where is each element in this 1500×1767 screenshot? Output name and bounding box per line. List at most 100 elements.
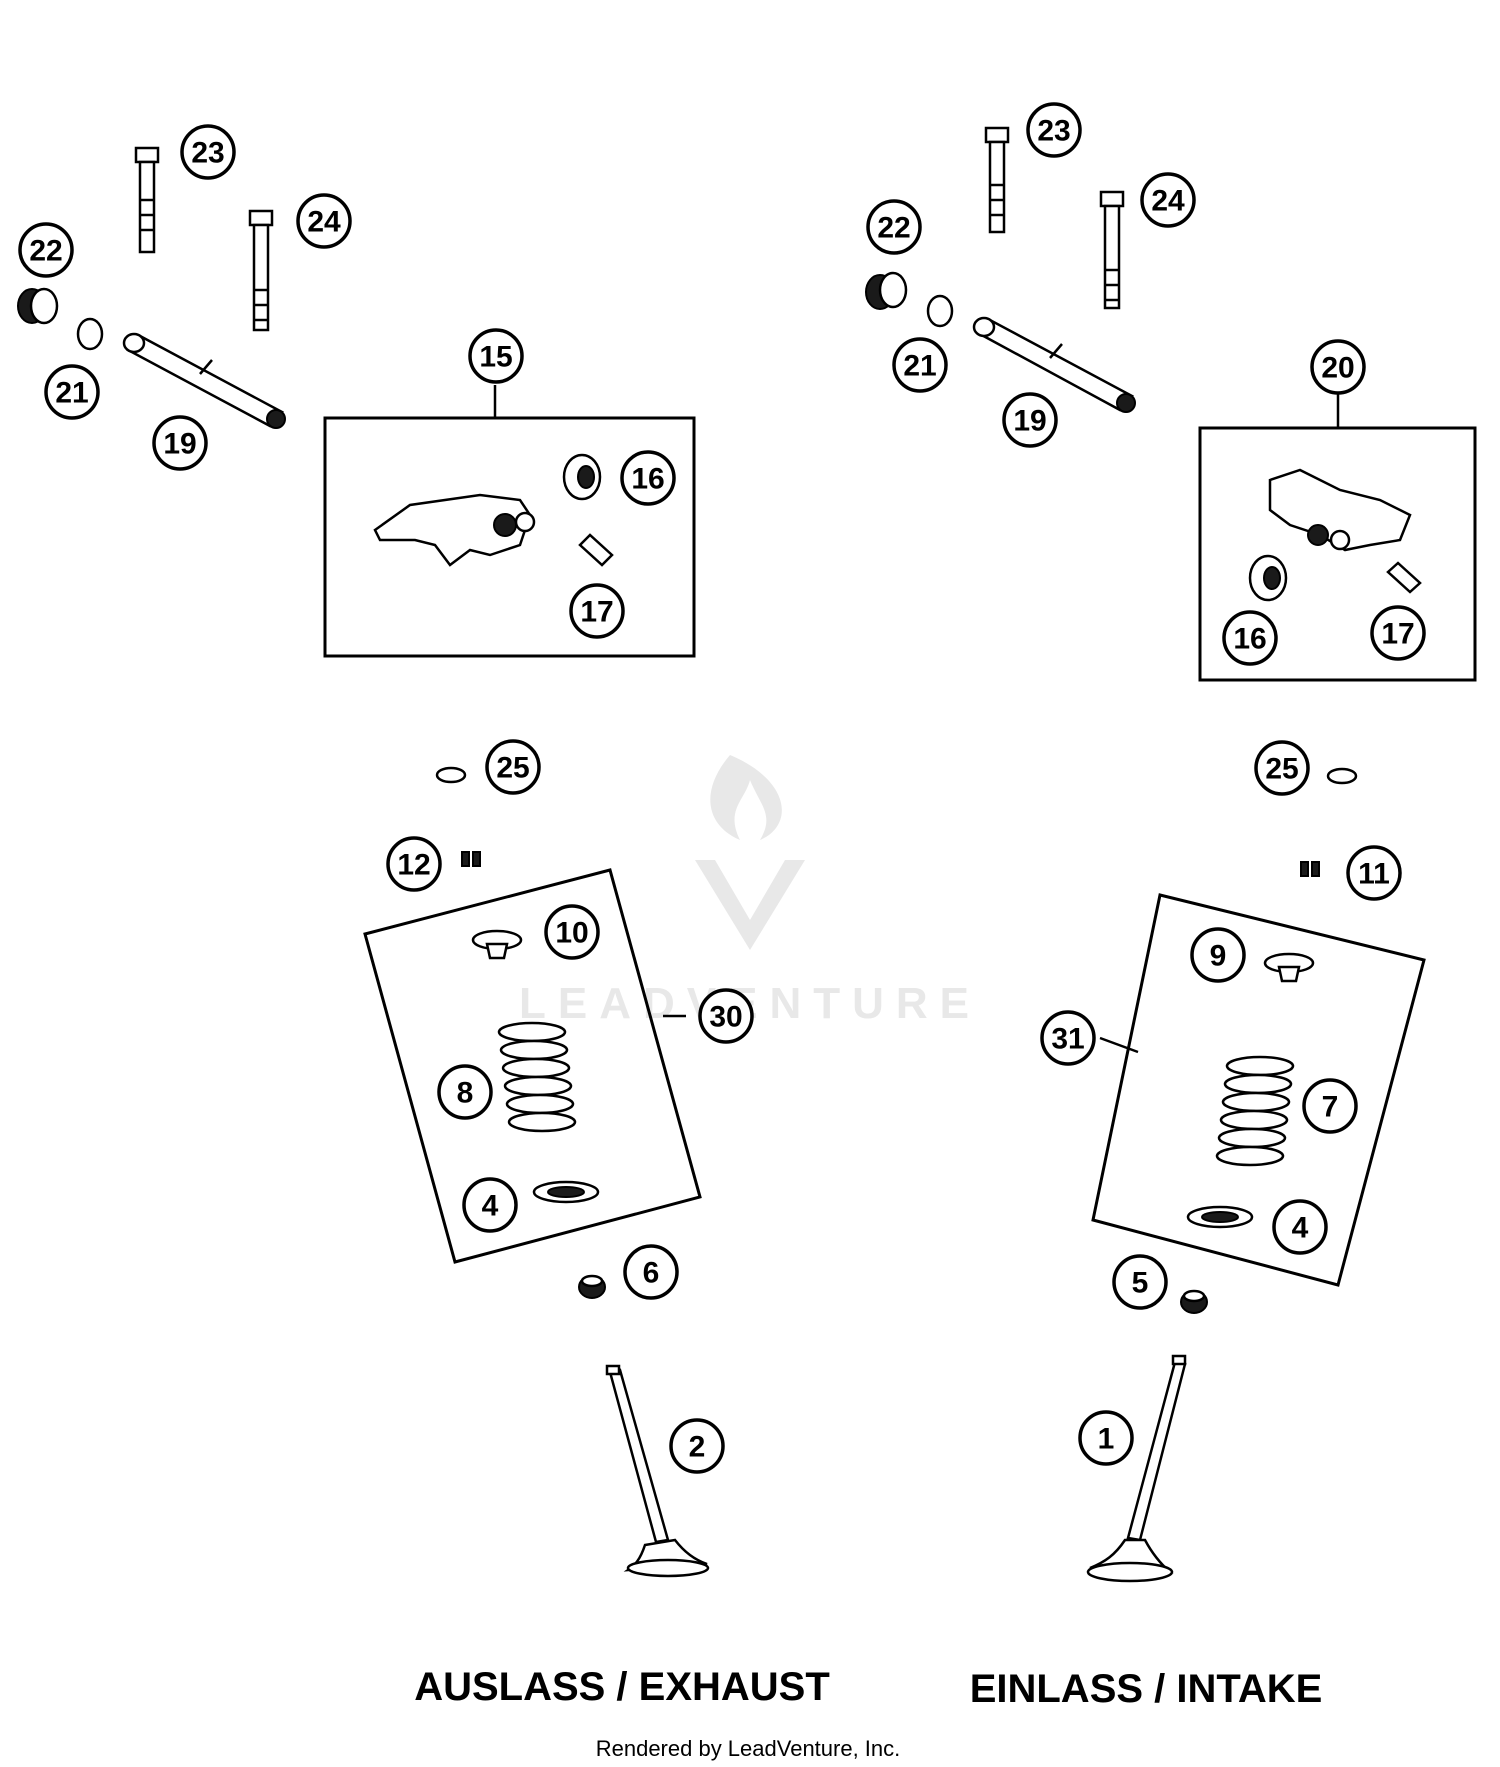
flame-v-logo-icon bbox=[695, 755, 805, 950]
plug-22-part bbox=[865, 271, 908, 310]
bolt-23-part bbox=[984, 126, 1010, 234]
svg-text:23: 23 bbox=[1037, 115, 1070, 148]
bolt-24-part bbox=[248, 209, 274, 332]
callout-16: 16 bbox=[620, 450, 676, 506]
svg-text:5: 5 bbox=[1132, 1267, 1149, 1300]
callout-23: 23 bbox=[1026, 102, 1082, 158]
svg-text:12: 12 bbox=[397, 849, 430, 882]
svg-text:1: 1 bbox=[1098, 1423, 1115, 1456]
callout-31: 31 bbox=[1040, 1010, 1096, 1066]
callout-10: 10 bbox=[544, 904, 600, 960]
kit-box-30 bbox=[363, 868, 702, 1264]
valve-spring-7-part bbox=[1215, 1055, 1295, 1167]
callout-12: 12 bbox=[386, 836, 442, 892]
callout-20: 20 bbox=[1310, 339, 1366, 395]
svg-text:22: 22 bbox=[877, 212, 910, 245]
callout-4: 4 bbox=[1272, 1199, 1328, 1255]
valve-seal-6-part bbox=[578, 1274, 606, 1299]
svg-text:24: 24 bbox=[1151, 185, 1185, 218]
o-ring-21-part bbox=[76, 317, 104, 351]
callout-8: 8 bbox=[437, 1064, 493, 1120]
rocker-shaft-19-part bbox=[122, 332, 286, 429]
kit-box-15 bbox=[323, 416, 696, 658]
exhaust-valve-2-part bbox=[605, 1364, 710, 1578]
valve-spring-8-part bbox=[497, 1021, 577, 1133]
svg-text:23: 23 bbox=[191, 137, 224, 170]
svg-text:21: 21 bbox=[55, 377, 88, 410]
svg-text:16: 16 bbox=[1233, 623, 1266, 656]
svg-text:20: 20 bbox=[1321, 352, 1354, 385]
intake-assembly bbox=[865, 126, 1477, 1583]
callout-24: 24 bbox=[296, 193, 352, 249]
svg-text:25: 25 bbox=[496, 752, 529, 785]
spring-retainer-10-part bbox=[471, 929, 523, 960]
svg-text:21: 21 bbox=[903, 350, 936, 383]
callout-17: 17 bbox=[569, 583, 625, 639]
svg-text:19: 19 bbox=[163, 428, 196, 461]
callout-24: 24 bbox=[1140, 172, 1196, 228]
spring-seat-4-part bbox=[1186, 1205, 1254, 1229]
svg-text:9: 9 bbox=[1210, 940, 1227, 973]
bearing-16-part bbox=[1248, 554, 1288, 602]
svg-text:8: 8 bbox=[457, 1077, 474, 1110]
callout-22: 22 bbox=[866, 199, 922, 255]
callout-21: 21 bbox=[892, 337, 948, 393]
callout-4: 4 bbox=[462, 1177, 518, 1233]
callout-9: 9 bbox=[1190, 927, 1246, 983]
callout-16: 16 bbox=[1222, 610, 1278, 666]
svg-text:4: 4 bbox=[1292, 1212, 1309, 1245]
intake-label: EINLASS / INTAKE bbox=[970, 1667, 1323, 1711]
shim-25-part bbox=[1326, 767, 1358, 785]
callout-19: 19 bbox=[152, 415, 208, 471]
leadventure-watermark: LEADVENTURE bbox=[519, 755, 969, 1028]
valve-keeper-11-part bbox=[1300, 861, 1320, 877]
o-ring-21-part bbox=[926, 294, 954, 328]
bolt-24-part bbox=[1099, 190, 1125, 310]
callout-19: 19 bbox=[1002, 392, 1058, 448]
spring-seat-4-part bbox=[532, 1180, 600, 1204]
rocker-arm-20-part bbox=[1268, 468, 1412, 552]
callout-21: 21 bbox=[44, 364, 100, 420]
callout-25: 25 bbox=[485, 739, 541, 795]
svg-text:19: 19 bbox=[1013, 405, 1046, 438]
callout-30: 30 bbox=[698, 988, 754, 1044]
plug-22-part bbox=[17, 287, 59, 325]
pin-17-part bbox=[1386, 561, 1422, 594]
intake-valve-1-part bbox=[1086, 1354, 1187, 1583]
pin-17-part bbox=[578, 533, 614, 567]
svg-text:22: 22 bbox=[29, 235, 62, 268]
callout-25: 25 bbox=[1254, 740, 1310, 796]
svg-text:15: 15 bbox=[479, 341, 512, 374]
bearing-16-part bbox=[562, 453, 602, 501]
callout-2: 2 bbox=[669, 1418, 725, 1474]
svg-text:7: 7 bbox=[1322, 1091, 1339, 1124]
svg-text:4: 4 bbox=[482, 1190, 499, 1223]
callout-7: 7 bbox=[1302, 1078, 1358, 1134]
valve-seal-5-part bbox=[1180, 1289, 1208, 1314]
exhaust-assembly bbox=[17, 146, 710, 1578]
svg-text:24: 24 bbox=[307, 206, 341, 239]
svg-text:17: 17 bbox=[580, 596, 613, 629]
callout-17: 17 bbox=[1370, 605, 1426, 661]
shim-25-part bbox=[435, 766, 467, 784]
svg-text:16: 16 bbox=[631, 463, 664, 496]
svg-text:25: 25 bbox=[1265, 753, 1298, 786]
valve-keeper-12-part bbox=[461, 851, 481, 867]
svg-text:17: 17 bbox=[1381, 618, 1414, 651]
rocker-shaft-19-part bbox=[972, 316, 1136, 413]
svg-text:30: 30 bbox=[709, 1001, 742, 1034]
svg-text:11: 11 bbox=[1358, 858, 1390, 891]
callout-5: 5 bbox=[1112, 1254, 1168, 1310]
bolt-23-part bbox=[134, 146, 160, 254]
callout-11: 11 bbox=[1346, 845, 1402, 901]
kit-box-31 bbox=[1091, 893, 1426, 1287]
callout-1: 1 bbox=[1078, 1410, 1134, 1466]
callout-22: 22 bbox=[18, 222, 74, 278]
svg-text:2: 2 bbox=[689, 1431, 706, 1464]
rocker-arm-15-part bbox=[373, 493, 536, 567]
callout-23: 23 bbox=[180, 124, 236, 180]
credit-text: Rendered by LeadVenture, Inc. bbox=[596, 1736, 901, 1761]
svg-text:6: 6 bbox=[643, 1257, 660, 1290]
svg-text:31: 31 bbox=[1051, 1023, 1084, 1056]
